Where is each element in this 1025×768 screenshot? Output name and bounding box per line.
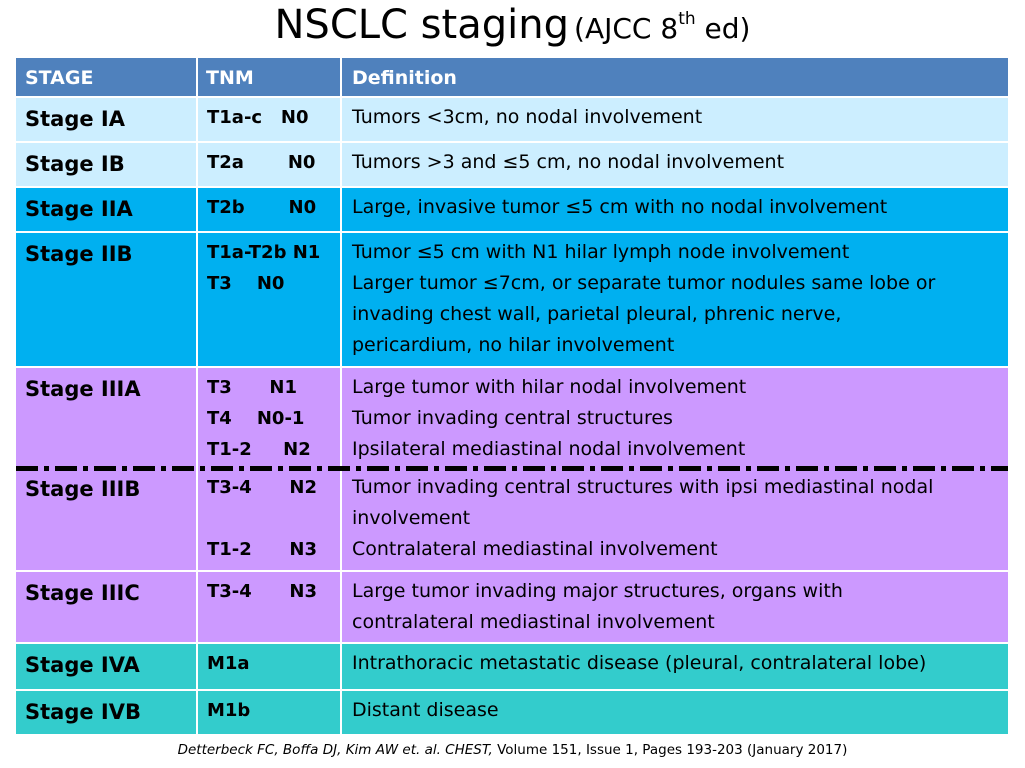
table-row-stage-ib: Stage IB T2a N0 Tumors >3 and ≤5 cm, no … [16,141,1008,186]
tnm-value-blank [198,503,340,534]
citation-details: Volume 151, Issue 1, Pages 193-203 (Janu… [492,742,848,758]
definition-text: invading chest wall, parietal pleural, p… [352,303,842,325]
definition-text: contralateral mediastinal involvement [352,611,715,633]
definition-text: Tumor ≤5 cm with N1 hilar lymph node inv… [352,241,850,263]
slide-title: NSCLC staging (AJCC 8th ed) [0,2,1025,48]
title-sub-prefix: (AJCC 8 [574,12,679,45]
definition-text: Tumor invading central structures with i… [352,476,934,498]
title-sub-suffix: ed) [695,12,751,45]
citation-authors: Detterbeck FC, Boffa DJ, Kim AW et. al. … [177,742,493,758]
definition-text: Tumors <3cm, no nodal involvement [352,106,703,128]
tnm-value: T4 N0-1 [207,408,305,429]
definition-text: Ipsilateral mediastinal nodal involvemen… [352,438,746,460]
tnm-value: T2b N0 [207,197,317,218]
stage-label: Stage IB [25,152,125,176]
stage-iii-divider-line [16,466,1008,471]
definition-text: involvement [352,507,471,529]
header-tnm: TNM [196,58,340,96]
header-definition: Definition [340,58,1008,96]
stage-label: Stage IIA [25,197,133,221]
title-sub-superscript: th [678,9,696,29]
definition-text: Distant disease [352,699,499,721]
tnm-value: T3 N1 [207,377,297,398]
definition-text: Tumors >3 and ≤5 cm, no nodal involvemen… [352,151,785,173]
table-row-stage-iiia: Stage IIIA T3 N1 T4 N0-1 T1-2 N2 Large t… [16,366,1008,468]
table-row-stage-iva: Stage IVA M1a Intrathoracic metastatic d… [16,642,1008,689]
citation: Detterbeck FC, Boffa DJ, Kim AW et. al. … [0,742,1025,758]
stage-label: Stage IVB [25,700,141,724]
stage-label: Stage IIIA [25,377,141,401]
table-row-stage-iib: Stage IIB T1a-T2b N1 T3 N0 Tumor ≤5 cm w… [16,231,1008,366]
definition-text: Contralateral mediastinal involvement [352,538,718,560]
table-row-stage-iiib: Stage IIIB T3-4 N2 T1-2 N3 Tumor invadin… [16,468,1008,570]
tnm-value: T1-2 N2 [207,439,311,460]
title-subtitle: (AJCC 8th ed) [574,9,751,45]
header-stage: STAGE [25,67,94,89]
definition-text: Large, invasive tumor ≤5 cm with no noda… [352,196,888,218]
definition-text: Intrathoracic metastatic disease (pleura… [352,652,927,674]
stage-label: Stage IVA [25,653,140,677]
table-row-stage-iia: Stage IIA T2b N0 Large, invasive tumor ≤… [16,186,1008,231]
definition-text: pericardium, no hilar involvement [352,334,675,356]
definition-text: Tumor invading central structures [352,407,673,429]
tnm-value: T3 N0 [207,273,285,294]
tnm-value: T3-4 N2 [207,477,317,498]
stage-label: Stage IA [25,107,125,131]
table-header-row: STAGE TNM Definition [16,58,1008,96]
table-row-stage-ia: Stage IA T1a-c N0 Tumors <3cm, no nodal … [16,96,1008,141]
tnm-value: T1a-c N0 [207,107,309,128]
tnm-value: T1-2 N3 [207,539,317,560]
title-main: NSCLC staging [274,2,569,48]
table-row-stage-ivb: Stage IVB M1b Distant disease [16,689,1008,734]
tnm-value: M1b [207,700,251,721]
stage-label: Stage IIIB [25,477,141,501]
tnm-value: M1a [207,653,250,674]
definition-text: Large tumor invading major structures, o… [352,580,843,602]
definition-text: Larger tumor ≤7cm, or separate tumor nod… [352,272,936,294]
table-row-stage-iiic: Stage IIIC T3-4 N3 Large tumor invading … [16,570,1008,642]
tnm-value: T2a N0 [207,152,316,173]
stage-label: Stage IIIC [25,581,140,605]
stage-label: Stage IIB [25,242,133,266]
tnm-value: T1a-T2b N1 [207,242,321,263]
tnm-value: T3-4 N3 [207,581,317,602]
definition-text: Large tumor with hilar nodal involvement [352,376,747,398]
